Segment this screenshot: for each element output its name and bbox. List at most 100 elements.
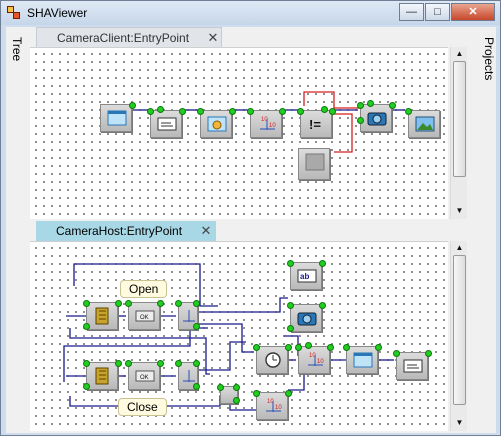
input-pin[interactable] (197, 108, 204, 115)
output-pin[interactable] (229, 108, 236, 115)
window-node[interactable] (343, 344, 382, 374)
input-pin[interactable] (157, 106, 164, 113)
output-pin[interactable] (193, 383, 200, 390)
input-pin[interactable] (287, 325, 294, 332)
output-pin[interactable] (279, 108, 286, 115)
top-vertical-scrollbar[interactable]: ▲ ▼ (450, 47, 467, 219)
textbox-node[interactable] (393, 350, 432, 380)
input-pin[interactable] (297, 108, 304, 115)
input-pin[interactable] (247, 108, 254, 115)
input-pin[interactable] (83, 360, 90, 367)
scroll-thumb[interactable] (453, 255, 466, 405)
timer-icon (265, 352, 281, 368)
input-pin[interactable] (217, 384, 224, 391)
text-field-node[interactable]: ab (287, 260, 326, 290)
input-pin[interactable] (125, 300, 132, 307)
input-pin[interactable] (321, 106, 328, 113)
minimize-button[interactable]: — (399, 3, 424, 21)
input-pin[interactable] (405, 108, 412, 115)
input-pin[interactable] (83, 300, 90, 307)
ok-button-node[interactable]: OK (125, 360, 164, 390)
output-pin[interactable] (193, 323, 200, 330)
output-pin[interactable] (329, 108, 336, 115)
tree-side-tab[interactable]: Tree (10, 37, 24, 62)
output-pin[interactable] (327, 344, 334, 351)
output-pin[interactable] (157, 300, 164, 307)
output-pin[interactable] (319, 302, 326, 309)
book-node[interactable] (83, 300, 122, 330)
input-pin[interactable] (357, 117, 364, 124)
image-icon (415, 116, 435, 132)
input-pin[interactable] (147, 108, 154, 115)
close-tab-icon[interactable]: ✕ (200, 223, 212, 238)
output-pin[interactable] (193, 360, 200, 367)
close-tab-icon[interactable]: ✕ (207, 30, 219, 45)
input-pin[interactable] (175, 360, 182, 367)
output-pin[interactable] (425, 350, 432, 357)
input-pin[interactable] (253, 344, 260, 351)
input-pin[interactable] (83, 323, 90, 330)
output-pin[interactable] (115, 360, 122, 367)
book-node[interactable] (83, 360, 122, 390)
timer-node[interactable] (253, 344, 292, 374)
input-pin[interactable] (393, 350, 400, 357)
input-pin[interactable] (305, 342, 312, 349)
camera-node[interactable] (357, 100, 396, 132)
junction-node[interactable] (217, 384, 240, 404)
output-pin[interactable] (157, 360, 164, 367)
not-equal-node[interactable]: != (297, 106, 336, 138)
axis-node[interactable] (175, 360, 200, 390)
open-label: Open (120, 280, 168, 298)
square-button-node[interactable] (298, 148, 330, 180)
output-pin[interactable] (233, 397, 240, 404)
tab-camera-client[interactable]: CameraClient:EntryPoint ✕ (36, 27, 222, 47)
window-gear-node[interactable] (197, 108, 236, 138)
output-pin[interactable] (389, 102, 396, 109)
axis-node[interactable]: 10 10 (253, 390, 292, 420)
output-pin[interactable] (375, 344, 382, 351)
input-pin[interactable] (295, 344, 302, 351)
diagram-canvas[interactable]: OK Open (30, 241, 448, 431)
client-area: Tree Projects CameraClient:EntryPoint ✕ (6, 27, 496, 433)
axis-node[interactable]: 10 10 (295, 342, 334, 374)
axis-node[interactable] (175, 300, 200, 330)
input-pin[interactable] (357, 102, 364, 109)
output-pin[interactable] (129, 102, 136, 109)
input-pin[interactable] (287, 260, 294, 267)
ok-button-node[interactable]: OK (125, 300, 164, 330)
input-pin[interactable] (175, 300, 182, 307)
input-pin[interactable] (253, 390, 260, 397)
output-pin[interactable] (285, 344, 292, 351)
svg-text:10: 10 (317, 359, 324, 365)
bottom-vertical-scrollbar[interactable]: ▲ ▼ (450, 241, 467, 431)
textbox-node[interactable] (147, 106, 186, 138)
projects-side-tab[interactable]: Projects (482, 37, 496, 81)
maximize-button[interactable]: □ (425, 3, 450, 21)
scroll-thumb[interactable] (453, 61, 466, 177)
title-bar[interactable]: SHAViewer — □ ✕ (1, 1, 500, 25)
image-node[interactable] (405, 108, 440, 138)
input-pin[interactable] (287, 302, 294, 309)
window-title: SHAViewer (27, 6, 88, 20)
output-pin[interactable] (233, 384, 240, 391)
output-pin[interactable] (319, 260, 326, 267)
diagram-canvas[interactable]: 10 10 != (30, 47, 448, 219)
output-pin[interactable] (179, 108, 186, 115)
output-pin[interactable] (285, 390, 292, 397)
camera-node[interactable] (287, 302, 326, 332)
scroll-up-icon[interactable]: ▲ (455, 49, 464, 58)
input-pin[interactable] (343, 344, 350, 351)
output-pin[interactable] (115, 300, 122, 307)
input-pin[interactable] (367, 100, 374, 107)
input-pin[interactable] (125, 360, 132, 367)
output-pin[interactable] (193, 300, 200, 307)
tab-camera-host[interactable]: CameraHost:EntryPoint ✕ (36, 221, 216, 241)
window-node[interactable] (100, 102, 136, 132)
axis-node[interactable]: 10 10 (247, 108, 286, 138)
input-pin[interactable] (83, 383, 90, 390)
scroll-up-icon[interactable]: ▲ (455, 243, 464, 252)
scroll-down-icon[interactable]: ▼ (455, 418, 464, 427)
close-button[interactable]: ✕ (451, 3, 495, 21)
svg-text:10: 10 (261, 117, 268, 123)
scroll-down-icon[interactable]: ▼ (455, 206, 464, 215)
